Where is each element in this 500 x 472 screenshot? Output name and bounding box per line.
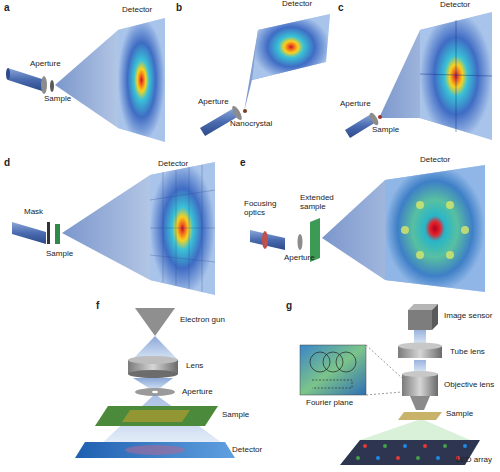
part-label: Electron gun xyxy=(180,316,225,325)
panel-letter: g xyxy=(286,300,292,311)
part-label: Aperture xyxy=(30,60,61,69)
panel-letter: d xyxy=(4,157,10,168)
part-label: Image sensor xyxy=(444,312,492,321)
part-label: Sample xyxy=(222,411,249,420)
part-label: Fourier plane xyxy=(306,399,353,408)
part-label: Aperture xyxy=(198,98,229,107)
part-label: Aperture xyxy=(340,100,371,109)
part-label: Detector xyxy=(158,160,188,169)
part-label: Nanocrystal xyxy=(230,120,272,129)
part-label: Detector xyxy=(282,0,312,9)
panel-letter: c xyxy=(338,2,344,13)
part-label: Sample xyxy=(44,95,71,104)
part-label: Extended sample xyxy=(300,194,340,212)
part-label: Detector xyxy=(440,1,470,10)
part-label: Objective lens xyxy=(444,381,494,390)
part-label: Detector xyxy=(420,156,450,165)
part-label: Lens xyxy=(186,362,203,371)
panel-letter: a xyxy=(4,2,10,13)
part-label: Sample xyxy=(372,126,399,135)
part-label: Sample xyxy=(46,250,73,259)
panel-letter: e xyxy=(240,157,246,168)
part-label: Detector xyxy=(232,446,262,455)
part-label: Mask xyxy=(24,208,43,217)
part-label: Aperture xyxy=(284,254,315,263)
part-label: Sample xyxy=(446,410,473,419)
panel-f xyxy=(75,308,235,458)
part-label: Aperture xyxy=(182,388,213,397)
panel-c xyxy=(345,12,492,140)
part-label: LED array xyxy=(456,456,492,465)
part-label: Focusing optics xyxy=(244,200,284,218)
panel-letter: f xyxy=(96,300,99,311)
panel-letter: b xyxy=(176,2,182,13)
panel-b xyxy=(200,14,330,136)
part-label: Tube lens xyxy=(450,348,485,357)
panel-d xyxy=(12,162,215,295)
panel-a xyxy=(6,18,165,142)
panel-e xyxy=(250,165,485,292)
part-label: Detector xyxy=(122,6,152,15)
